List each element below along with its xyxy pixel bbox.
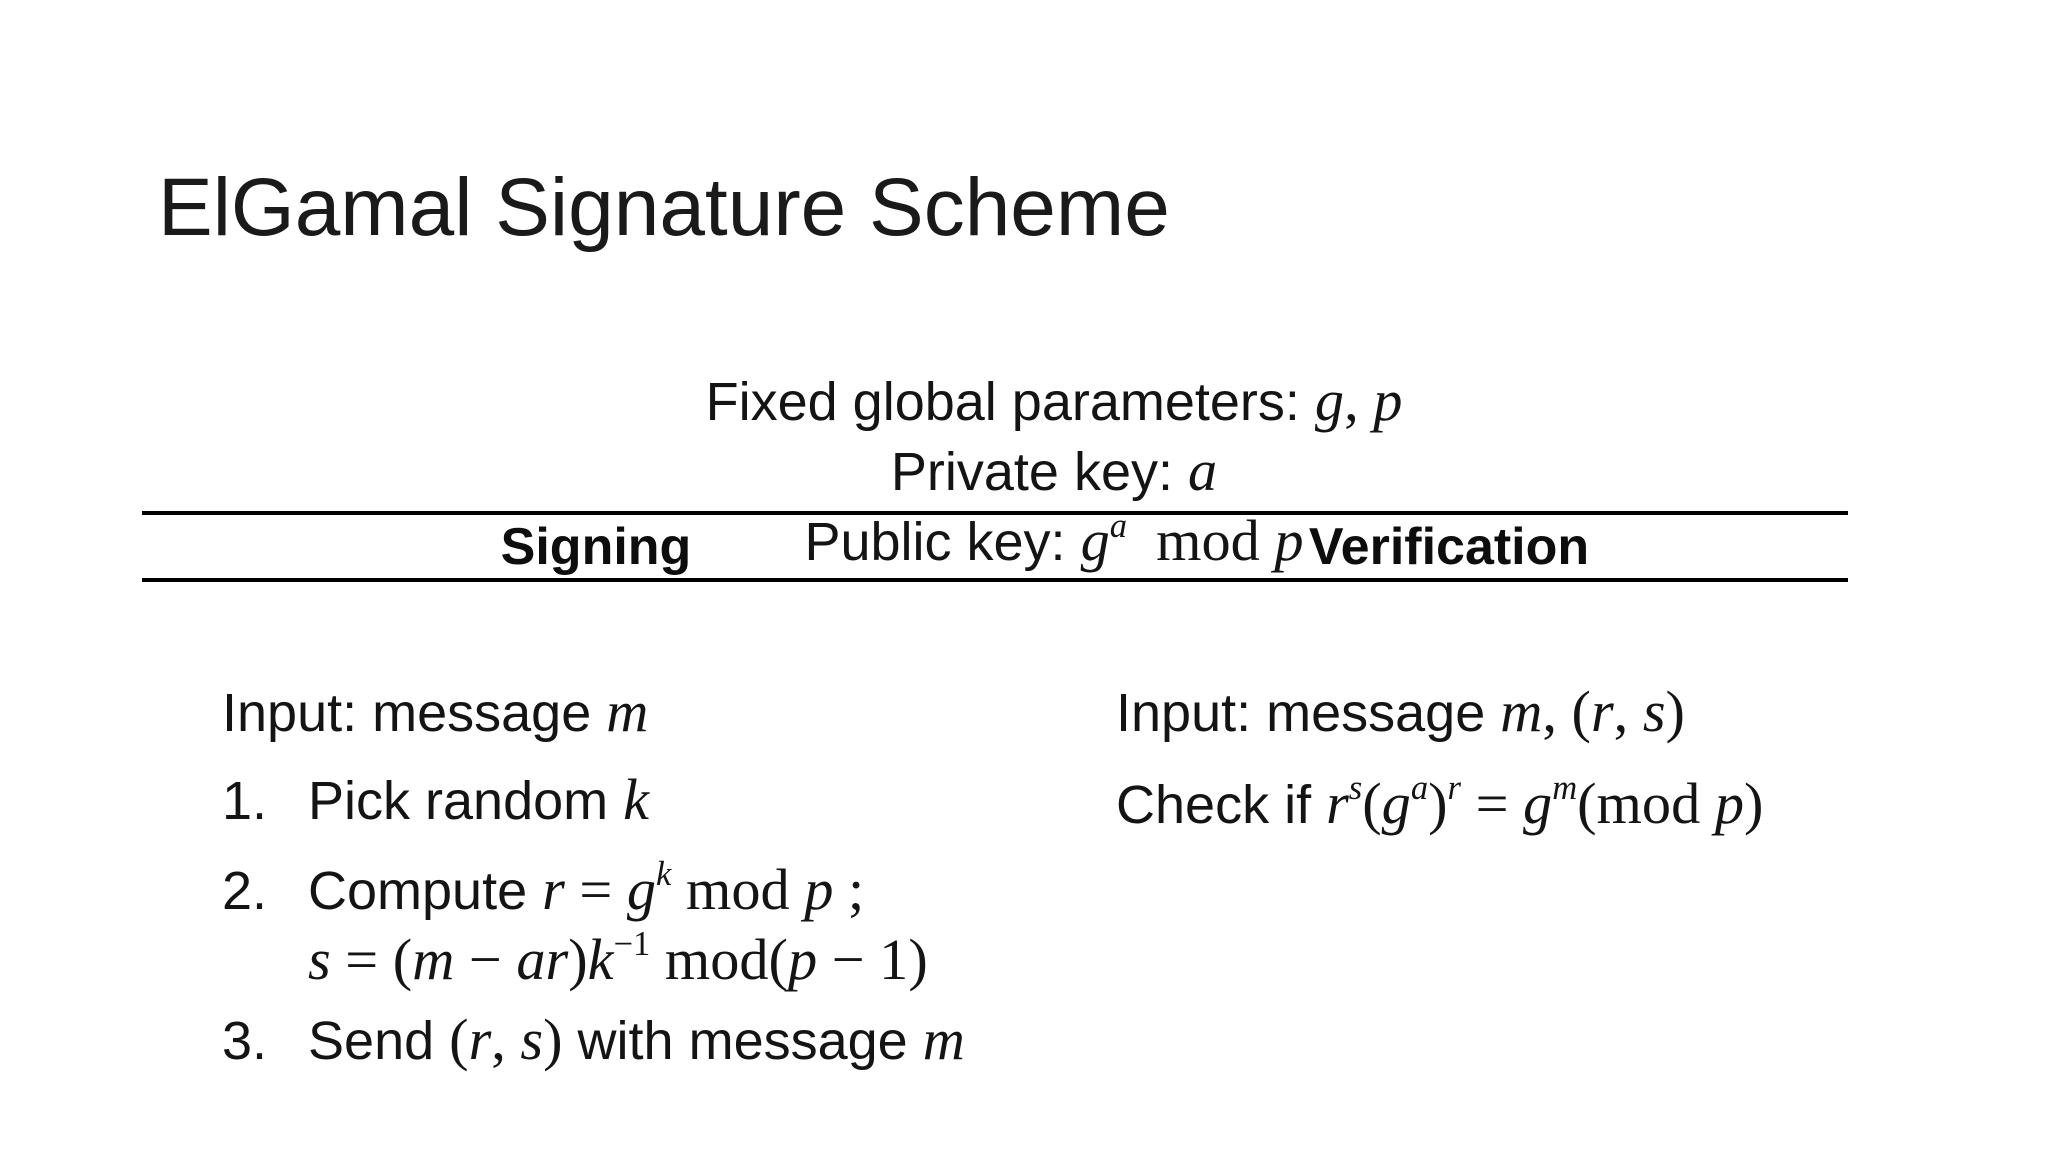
table-header-rule [142, 578, 1848, 582]
signing-step-3: 3. Send (r, s) with message m [162, 936, 965, 1144]
verification-check-line: Check if rs(ga)r = gm(mod p) [1056, 700, 1763, 908]
private-key-formula: Private key: a [890, 438, 1218, 503]
signing-step-3-number: 3. [222, 1010, 268, 1071]
signing-input-formula: Input: message m [222, 678, 649, 744]
verification-column-header: Verification [1308, 518, 1590, 576]
signing-step-3-formula: Send (r, s) with message m [308, 1006, 965, 1072]
page-title: ElGamal Signature Scheme [158, 161, 1170, 253]
signing-column-header: Signing [500, 518, 692, 576]
signing-step-2-formula-line-2: s = (m − ar)k−1 mod(p − 1) [308, 925, 928, 992]
signing-input-line: Input: message m [162, 608, 648, 816]
signing-step-1: 1. Pick random k [162, 696, 649, 904]
fixed-global-parameters-formula: Fixed global parameters: g, p [705, 368, 1403, 433]
verification-input-line: Input: message m, (r, s) [1056, 608, 1685, 816]
table-top-rule [142, 511, 1848, 515]
verification-check-formula: Check if rs(ga)r = gm(mod p) [1116, 769, 1764, 836]
signing-step-2: 2. Compute r = gk mod p ; [162, 786, 864, 994]
public-key-line: Public key: ga mod p [0, 436, 2048, 647]
signing-step-2-number: 2. [222, 860, 268, 921]
signing-step-2-formula-line-1: Compute r = gk mod p ; [308, 855, 865, 922]
signing-step-1-formula: Pick random k [308, 766, 650, 832]
fixed-global-parameters-line: Fixed global parameters: g, p [0, 296, 2048, 507]
verification-input-formula: Input: message m, (r, s) [1116, 678, 1685, 744]
signing-step-1-number: 1. [222, 770, 268, 831]
private-key-line: Private key: a [0, 366, 2048, 577]
signing-step-2-continued: s = (m − ar)k−1 mod(p − 1) [248, 856, 928, 1064]
public-key-formula: Public key: ga mod p [804, 506, 1304, 573]
